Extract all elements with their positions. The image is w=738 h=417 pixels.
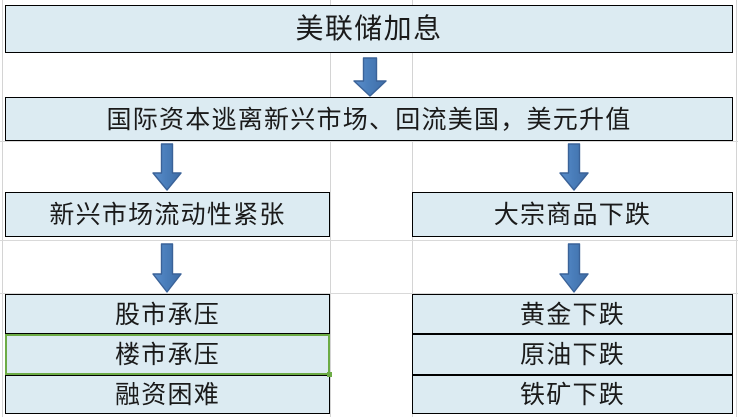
arrow-down-icon xyxy=(151,243,183,293)
node-em-liquidity-stress[interactable]: 新兴市场流动性紧张 xyxy=(5,192,330,237)
grid-line-vertical xyxy=(736,0,737,417)
node-crude-oil-decline[interactable]: 原油下跌 xyxy=(412,334,733,375)
grid-line-horizontal xyxy=(0,141,738,142)
node-fed-rate-hike[interactable]: 美联储加息 xyxy=(5,5,733,53)
node-label: 股市承压 xyxy=(114,299,220,329)
node-commodity-decline[interactable]: 大宗商品下跌 xyxy=(412,192,733,237)
node-financing-difficulty[interactable]: 融资困难 xyxy=(5,375,330,414)
node-label: 楼市承压 xyxy=(114,340,220,369)
arrow-down-icon xyxy=(352,57,388,97)
node-label: 美联储加息 xyxy=(295,12,443,45)
grid-line-horizontal xyxy=(0,240,738,241)
node-label: 铁矿下跌 xyxy=(519,380,625,409)
node-label: 大宗商品下跌 xyxy=(493,200,652,229)
node-property-market-pressure[interactable]: 楼市承压 xyxy=(5,334,330,375)
node-label: 国际资本逃离新兴市场、回流美国，美元升值 xyxy=(106,104,632,134)
grid-line-vertical xyxy=(2,0,3,417)
grid-line-horizontal xyxy=(0,293,738,294)
node-label: 黄金下跌 xyxy=(519,299,625,329)
node-iron-ore-decline[interactable]: 铁矿下跌 xyxy=(412,375,733,414)
node-gold-decline[interactable]: 黄金下跌 xyxy=(412,294,733,334)
node-stock-market-pressure[interactable]: 股市承压 xyxy=(5,294,330,334)
arrow-down-icon xyxy=(558,143,590,191)
arrow-down-icon xyxy=(151,143,183,191)
grid-line-vertical xyxy=(330,0,331,417)
selection-handle[interactable] xyxy=(327,372,332,377)
node-capital-flight[interactable]: 国际资本逃离新兴市场、回流美国，美元升值 xyxy=(5,97,733,141)
node-label: 融资困难 xyxy=(114,380,220,409)
arrow-down-icon xyxy=(558,243,590,293)
node-label: 原油下跌 xyxy=(519,340,625,369)
node-label: 新兴市场流动性紧张 xyxy=(49,200,286,229)
